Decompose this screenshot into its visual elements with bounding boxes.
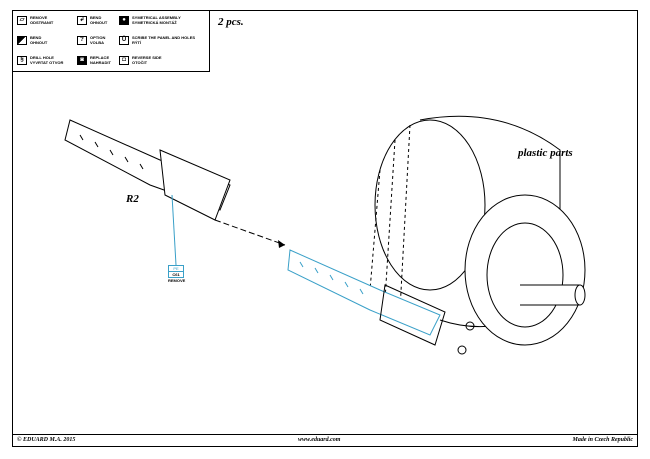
assembly-arrow (214, 219, 286, 246)
legend-label-cz: RÝTÍ (132, 40, 142, 45)
r2-part (64, 119, 231, 221)
replace-icon: ◙ (77, 55, 87, 65)
legend-label-cz: OHNOUT (90, 20, 108, 25)
legend-label-cz: VYVRTAT OTVOR (30, 60, 64, 65)
legend-label-cz: OHNOUT (30, 40, 48, 45)
pe-part-tag: PE C61 REMOVE (168, 265, 186, 283)
legend-label: BEND (30, 35, 42, 40)
engine-nacelle (369, 115, 586, 346)
reverse-side-icon: ◘ (119, 55, 129, 65)
legend-label-cz: SYMETRICKÁ MONTÁŽ (132, 20, 177, 25)
legend-label-cz: ODSTRANIT (30, 20, 54, 25)
part-label-r2: R2 (126, 193, 139, 205)
legend-label: DRILL HOLE (30, 55, 54, 60)
legend-label-cz: NAHRADIT (90, 60, 111, 65)
legend-label: BEND (90, 15, 102, 20)
legend-label: REMOVE (30, 15, 48, 20)
option-icon: ? (77, 35, 87, 45)
pe-part (171, 194, 441, 336)
pe-part-black-outline (379, 284, 475, 355)
pe-part-number: C61 (168, 272, 184, 278)
scribe-icon: Ü (119, 35, 129, 45)
legend-label: SYMETRICAL ASSEMBLY (132, 15, 181, 20)
arrow-head-icon (278, 240, 285, 248)
origin: Made in Czech Republic (572, 437, 633, 443)
remove-icon: ▱ (17, 15, 27, 25)
bend-icon: ↲ (77, 15, 87, 25)
footer: © EDUARD M.A. 2015 www.eduard.com Made i… (12, 435, 638, 447)
symmetrical-assembly-icon: ● (119, 15, 129, 25)
pe-part-note: REMOVE (168, 278, 186, 283)
legend-label: REPLACE (90, 55, 110, 60)
legend-label-cz: OTOČIT (132, 60, 148, 65)
legend-label-cz: VOLBA (90, 40, 104, 45)
pe-tag-top: PE (168, 265, 184, 272)
website-url: www.eduard.com (298, 437, 341, 443)
legend-label: OPTION (90, 35, 106, 40)
legend-label: SCRIBE THE PANEL AND HOLES (132, 35, 196, 40)
plastic-parts-label: plastic parts (518, 147, 573, 159)
drill-hole-icon: § (17, 55, 27, 65)
bend-gradual-icon (17, 35, 27, 45)
legend-label: REVERSE SIDE (132, 55, 162, 60)
copyright: © EDUARD M.A. 2015 (17, 437, 76, 443)
quantity-label: 2 pcs. (218, 16, 244, 28)
page-frame (12, 10, 638, 435)
